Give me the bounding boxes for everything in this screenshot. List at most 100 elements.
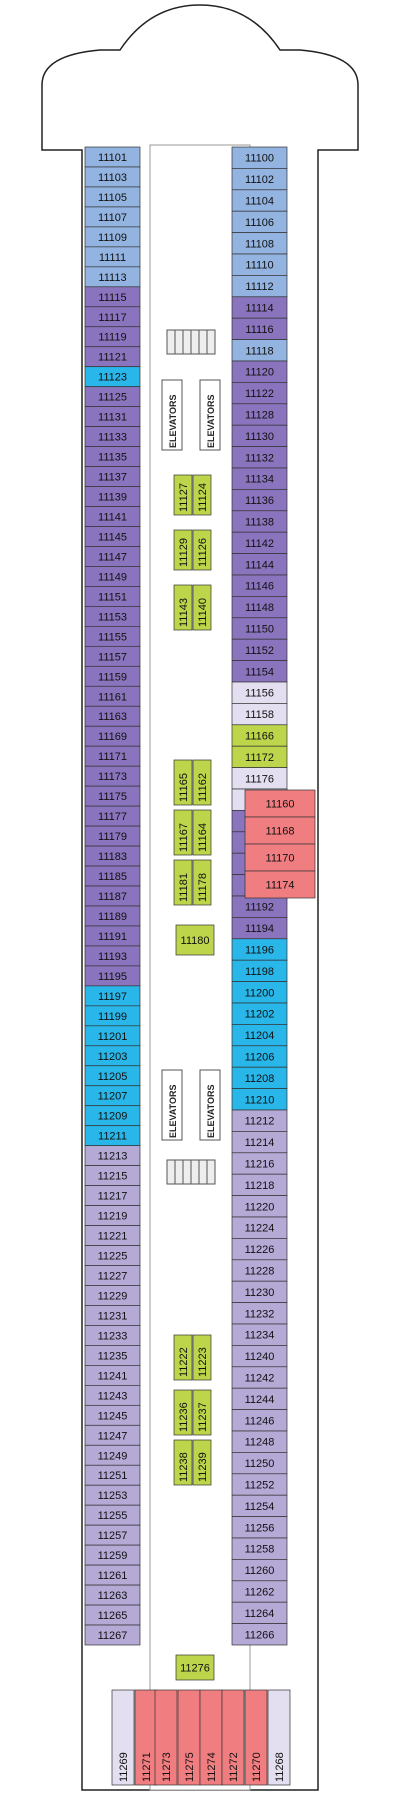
cabin-11144[interactable]: 11144 xyxy=(231,553,288,576)
cabin-11262[interactable]: 11262 xyxy=(231,1580,288,1603)
cabin-11104[interactable]: 11104 xyxy=(231,189,288,212)
cabin-11126[interactable]: 11126 xyxy=(192,529,212,571)
cabin-11214[interactable]: 11214 xyxy=(231,1131,288,1154)
cabin-11217[interactable]: 11217 xyxy=(84,1185,141,1206)
cabin-11249[interactable]: 11249 xyxy=(84,1444,141,1466)
cabin-11169[interactable]: 11169 xyxy=(84,725,141,747)
cabin-11109[interactable]: 11109 xyxy=(84,226,141,248)
cabin-11180[interactable]: 11180 xyxy=(175,924,215,956)
cabin-11195[interactable]: 11195 xyxy=(84,965,141,987)
cabin-11142[interactable]: 11142 xyxy=(231,531,288,554)
cabin-11107[interactable]: 11107 xyxy=(84,206,141,228)
cabin-11122[interactable]: 11122 xyxy=(231,382,288,405)
cabin-11223[interactable]: 11223 xyxy=(192,1334,212,1381)
cabin-11246[interactable]: 11246 xyxy=(231,1409,288,1432)
cabin-11210[interactable]: 11210 xyxy=(231,1088,288,1111)
cabin-11208[interactable]: 11208 xyxy=(231,1066,288,1089)
cabin-11133[interactable]: 11133 xyxy=(84,426,141,447)
cabin-11275[interactable]: 11275 xyxy=(177,1689,201,1786)
cabin-11215[interactable]: 11215 xyxy=(84,1165,141,1186)
cabin-11273[interactable]: 11273 xyxy=(154,1689,178,1786)
cabin-11112[interactable]: 11112 xyxy=(231,275,288,298)
cabin-11268[interactable]: 11268 xyxy=(267,1689,291,1786)
cabin-11276[interactable]: 11276 xyxy=(175,1654,215,1681)
cabin-11274[interactable]: 11274 xyxy=(199,1689,223,1786)
cabin-11163[interactable]: 11163 xyxy=(84,705,141,727)
cabin-11114[interactable]: 11114 xyxy=(231,296,288,319)
cabin-11196[interactable]: 11196 xyxy=(231,938,288,961)
cabin-11272[interactable]: 11272 xyxy=(221,1689,245,1786)
cabin-11257[interactable]: 11257 xyxy=(84,1524,141,1546)
cabin-11101[interactable]: 11101 xyxy=(84,146,141,168)
cabin-11271[interactable]: 11271 xyxy=(134,1689,158,1786)
cabin-11157[interactable]: 11157 xyxy=(84,645,141,667)
cabin-11199[interactable]: 11199 xyxy=(84,1005,141,1027)
cabin-11167[interactable]: 11167 xyxy=(173,809,193,856)
cabin-11230[interactable]: 11230 xyxy=(231,1280,288,1303)
cabin-11137[interactable]: 11137 xyxy=(84,466,141,487)
cabin-11162[interactable]: 11162 xyxy=(192,759,212,806)
cabin-11236[interactable]: 11236 xyxy=(173,1389,193,1436)
cabin-11119[interactable]: 11119 xyxy=(84,326,141,348)
cabin-11269[interactable]: 11269 xyxy=(111,1689,135,1786)
cabin-11141[interactable]: 11141 xyxy=(84,506,141,527)
cabin-11218[interactable]: 11218 xyxy=(231,1173,288,1196)
cabin-11120[interactable]: 11120 xyxy=(231,360,288,383)
cabin-11178[interactable]: 11178 xyxy=(192,859,212,906)
cabin-11185[interactable]: 11185 xyxy=(84,865,141,887)
cabin-11192[interactable]: 11192 xyxy=(231,895,288,918)
cabin-11197[interactable]: 11197 xyxy=(84,985,141,1007)
cabin-11250[interactable]: 11250 xyxy=(231,1452,288,1475)
cabin-11173[interactable]: 11173 xyxy=(84,765,141,787)
cabin-11115[interactable]: 11115 xyxy=(84,286,141,308)
cabin-11220[interactable]: 11220 xyxy=(231,1195,288,1218)
cabin-11140[interactable]: 11140 xyxy=(192,584,212,631)
cabin-11238[interactable]: 11238 xyxy=(173,1439,193,1486)
cabin-11270[interactable]: 11270 xyxy=(244,1689,268,1786)
cabin-11234[interactable]: 11234 xyxy=(231,1323,288,1346)
cabin-11226[interactable]: 11226 xyxy=(231,1238,288,1261)
cabin-11265[interactable]: 11265 xyxy=(84,1604,141,1626)
cabin-11248[interactable]: 11248 xyxy=(231,1430,288,1453)
cabin-11237[interactable]: 11237 xyxy=(192,1389,212,1436)
cabin-11171[interactable]: 11171 xyxy=(84,745,141,767)
cabin-11138[interactable]: 11138 xyxy=(231,510,288,533)
cabin-11156[interactable]: 11156 xyxy=(231,681,288,704)
cabin-11201[interactable]: 11201 xyxy=(84,1025,141,1047)
cabin-11235[interactable]: 11235 xyxy=(84,1345,141,1366)
cabin-11145[interactable]: 11145 xyxy=(84,526,141,547)
cabin-11209[interactable]: 11209 xyxy=(84,1105,141,1127)
cabin-11251[interactable]: 11251 xyxy=(84,1464,141,1486)
cabin-11166[interactable]: 11166 xyxy=(231,724,288,747)
cabin-11245[interactable]: 11245 xyxy=(84,1404,141,1426)
cabin-11232[interactable]: 11232 xyxy=(231,1302,288,1325)
cabin-11206[interactable]: 11206 xyxy=(231,1045,288,1068)
cabin-11159[interactable]: 11159 xyxy=(84,665,141,687)
cabin-11261[interactable]: 11261 xyxy=(84,1564,141,1586)
cabin-11175[interactable]: 11175 xyxy=(84,785,141,807)
cabin-11244[interactable]: 11244 xyxy=(231,1387,288,1410)
cabin-11176[interactable]: 11176 xyxy=(231,767,288,790)
cabin-11150[interactable]: 11150 xyxy=(231,617,288,640)
cabin-11158[interactable]: 11158 xyxy=(231,703,288,726)
cabin-11154[interactable]: 11154 xyxy=(231,660,288,683)
cabin-11174[interactable]: 11174 xyxy=(244,870,316,899)
cabin-11100[interactable]: 11100 xyxy=(231,146,288,169)
cabin-11221[interactable]: 11221 xyxy=(84,1225,141,1246)
cabin-11202[interactable]: 11202 xyxy=(231,1002,288,1025)
cabin-11183[interactable]: 11183 xyxy=(84,845,141,867)
cabin-11228[interactable]: 11228 xyxy=(231,1259,288,1282)
cabin-11264[interactable]: 11264 xyxy=(231,1601,288,1624)
cabin-11222[interactable]: 11222 xyxy=(173,1334,193,1381)
cabin-11198[interactable]: 11198 xyxy=(231,959,288,982)
cabin-11152[interactable]: 11152 xyxy=(231,638,288,661)
cabin-11127[interactable]: 11127 xyxy=(173,474,193,516)
cabin-11259[interactable]: 11259 xyxy=(84,1544,141,1566)
cabin-11181[interactable]: 11181 xyxy=(173,859,193,906)
cabin-11205[interactable]: 11205 xyxy=(84,1065,141,1087)
cabin-11263[interactable]: 11263 xyxy=(84,1584,141,1606)
cabin-11105[interactable]: 11105 xyxy=(84,186,141,208)
cabin-11124[interactable]: 11124 xyxy=(192,474,212,516)
cabin-11147[interactable]: 11147 xyxy=(84,546,141,567)
cabin-11266[interactable]: 11266 xyxy=(231,1623,288,1646)
